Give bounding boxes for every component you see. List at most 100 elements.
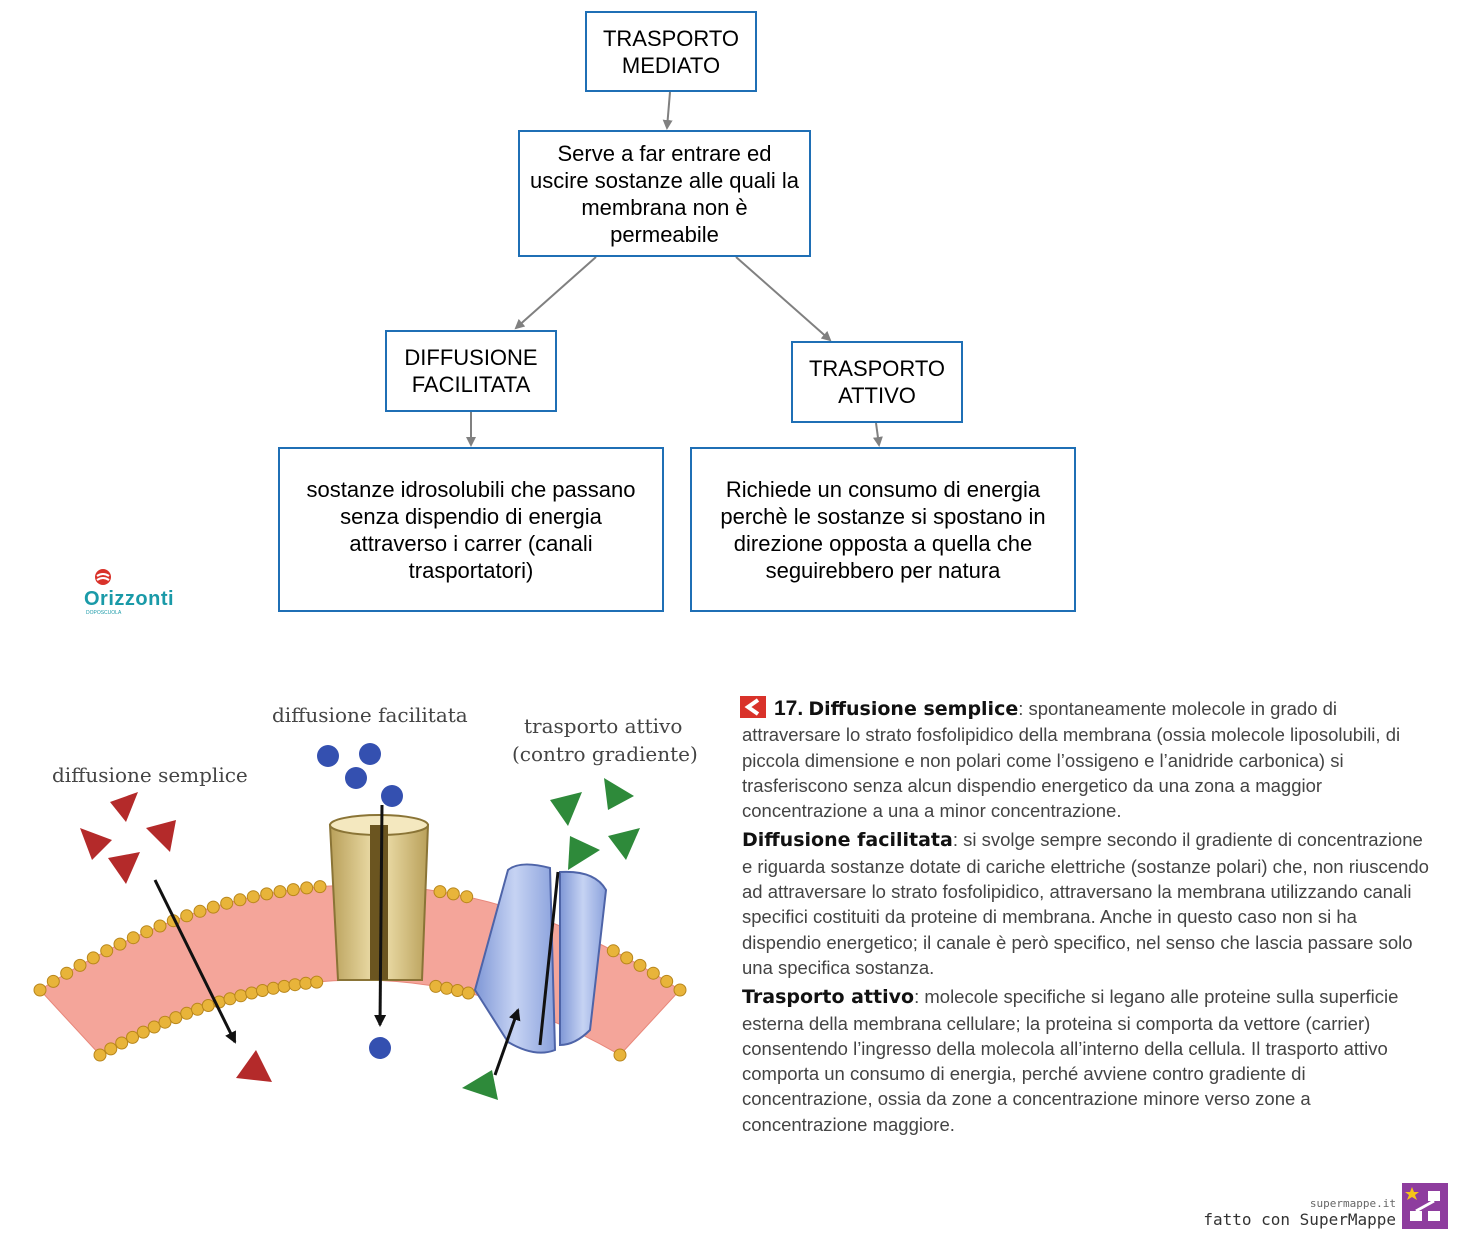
label-diffusione-semplice: diffusione semplice [52,763,248,787]
phospholipid-head [266,981,280,995]
molecule-green [608,828,640,860]
chapter-badge-icon [740,696,766,718]
phospholipid-head [613,1048,627,1062]
phospholipid-head [136,1025,150,1039]
paragraph-number: 17. [774,697,804,720]
phospholipid-head [104,1042,118,1056]
phospholipid-head [606,944,620,958]
orizzonti-logo: Orizzonti DOPOSCUOLA [84,566,184,618]
phospholipid-head [313,880,327,894]
phospholipid-head [126,1030,139,1044]
body-active-transport: : molecole specifiche si legano alle pro… [742,986,1399,1135]
label-contro-gradiente: (contro gradiente) [512,742,698,766]
edge-purpose-active [735,256,832,342]
channel-pore [370,825,388,980]
phospholipid-head [246,890,260,904]
phospholipid-head [446,887,460,901]
phospholipid-head [660,974,674,988]
phospholipid-head [461,986,475,1000]
phospholipid-head [180,1006,194,1020]
phospholipid-head [153,919,167,933]
node-purpose: Serve a far entrare ed uscire sostanze a… [518,130,811,257]
molecule-blue [317,745,339,767]
supermappe-footer: supermappe.it fatto con SuperMappe [1203,1183,1448,1229]
molecule-green [568,836,600,870]
phospholipid-heads [33,880,687,1062]
phospholipid-head [169,1011,183,1025]
phospholipid-head [201,999,215,1012]
phospholipid-head [277,979,291,993]
phospholipid-head [233,893,247,907]
node-active-description: Richiede un consumo di energia perchè le… [690,447,1076,612]
phospholipid-head [140,925,154,939]
phospholipid-head [300,881,314,895]
molecule-blue [359,743,381,765]
footer-site: supermappe.it [1309,1197,1396,1210]
logo-text: Orizzonti [84,588,175,610]
footer-made-with: fatto con SuperMappe [1203,1210,1396,1229]
phospholipid-head [193,904,207,918]
phospholipid-head [620,951,634,965]
paragraph-simple-diffusion: 17. Diffusione semplice: spontaneamente … [740,696,1432,823]
node-trasporto-mediato: TRASPORTO MEDIATO [585,11,757,92]
carrier-protein-half [559,870,608,1047]
simple-diffusion-arrow [153,879,237,1044]
phospholipid-head [299,976,313,990]
molecule-blue [381,785,403,807]
phospholipid-head [191,1002,204,1016]
membrane-transport-figure: diffusione semplice diffusione facilitat… [33,703,698,1100]
phospholipid-head [256,984,269,997]
phospholipid-head [147,1020,161,1034]
phospholipid-head [234,989,248,1003]
phospholipid-head [633,958,647,972]
phospholipid-head [113,937,127,951]
title-facilitated-diffusion: Diffusione facilitata [742,829,953,852]
molecule-green [462,1070,498,1100]
edge-purpose-facilitated [514,256,597,330]
phospholipid-head [273,885,287,899]
phospholipid-head [206,900,220,914]
phospholipid-head [310,975,324,989]
molecule-green [604,778,634,810]
phospholipid-head [158,1015,172,1029]
logo-mark-icon [95,569,111,585]
carrier-protein [473,863,557,1054]
molecule-green [550,792,582,826]
phospholipid-head [46,974,60,988]
active-transport-arrow [493,1008,521,1076]
molecule-blue [369,1037,391,1059]
phospholipid-head [223,992,237,1006]
phospholipid-head [33,983,47,997]
molecule-blue [345,767,367,789]
phospholipid-head [60,966,74,980]
node-facilitated-description: sostanze idrosolubili che passano senza … [278,447,664,612]
edge-active-desc [872,422,883,447]
label-trasporto-attivo: trasporto attivo [524,714,682,738]
phospholipid-head [440,981,454,995]
phospholipid-head [286,883,300,897]
phospholipid-head [260,887,274,901]
edge-root-purpose [662,91,673,130]
molecule-red [146,820,176,852]
title-active-transport: Trasporto attivo [742,986,915,1009]
body-facilitated-diffusion: : si svolge sempre secondo il gradiente … [742,829,1429,978]
phospholipid-head [100,944,114,958]
molecule-red [108,852,140,884]
paragraph-facilitated-diffusion: Diffusione facilitata: si svolge sempre … [742,827,1432,980]
concept-map-edges [466,91,883,447]
footer-text: supermappe.it fatto con SuperMappe [1203,1197,1396,1229]
molecule-red [80,828,112,860]
logo-subtext: DOPOSCUOLA [86,610,122,616]
facilitated-diffusion-arrow [374,804,387,1027]
phospholipid-head [673,983,687,997]
title-simple-diffusion: Diffusione semplice [808,698,1019,720]
phospholipid-head [73,958,87,972]
phospholipid-head [115,1036,129,1050]
phospholipid-head [180,909,194,923]
molecule-red [110,792,138,822]
node-trasporto-attivo: TRASPORTO ATTIVO [791,341,963,423]
body-simple-diffusion: : spontaneamente molecole in grado di at… [742,698,1401,822]
supermappe-logo-icon [1402,1183,1448,1229]
explanation-text: 17. Diffusione semplice: spontaneamente … [740,696,1432,1141]
phospholipid-head [93,1048,107,1062]
